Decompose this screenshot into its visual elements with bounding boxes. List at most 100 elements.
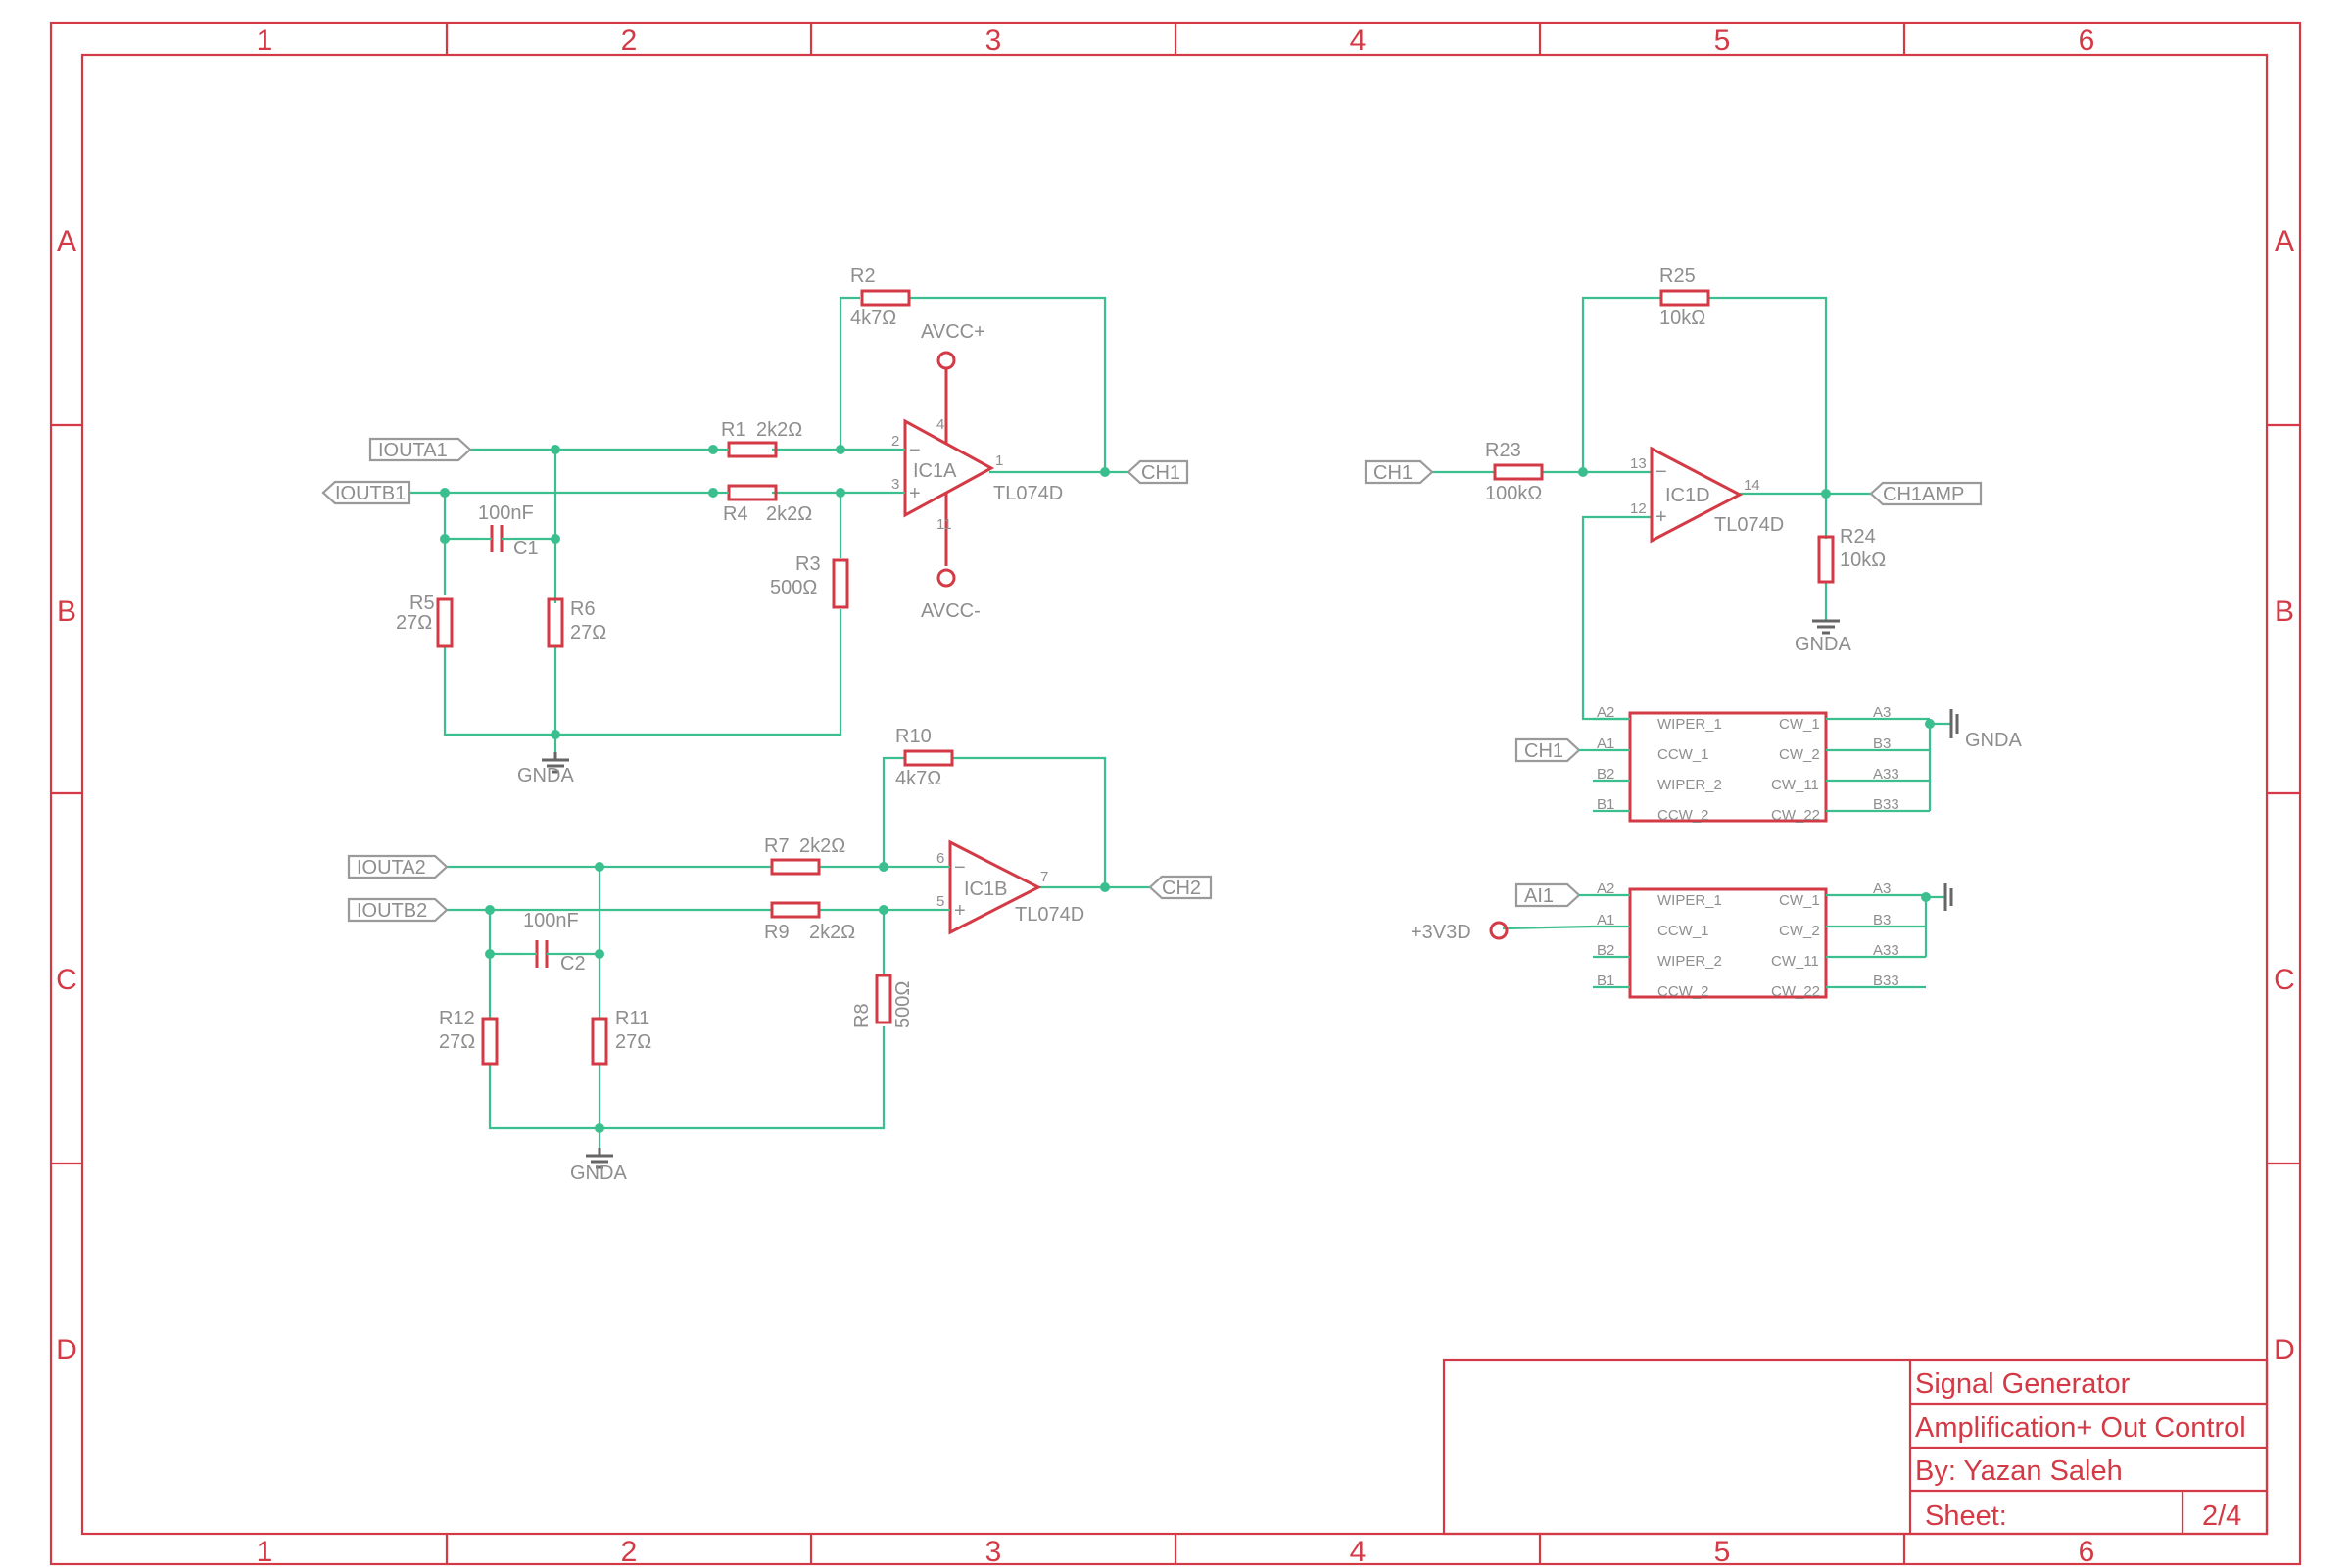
r24-value: 10kΩ [1840, 549, 1886, 571]
resistor-r23: R23 100kΩ [1485, 440, 1544, 504]
pot1-pin-a3: A3 [1873, 704, 1891, 721]
r11-name: R11 [615, 1008, 649, 1029]
port-ch2: CH2 [1148, 875, 1213, 900]
stage-1-junctions [440, 445, 1110, 739]
ic1a-pin-3: 3 [891, 476, 899, 493]
ic1d-pin-14: 14 [1744, 477, 1760, 494]
opamp-ic1a: − + IC1A TL074D 2 3 1 4 11 [891, 369, 1063, 566]
pot1-wiper-1: WIPER_1 [1657, 716, 1722, 733]
pot1-ccw-1: CCW_1 [1657, 746, 1709, 763]
pot2-pin-a2: A2 [1597, 880, 1614, 897]
ic1a-plus: + [909, 483, 921, 504]
col-label-top-3: 3 [985, 24, 1002, 57]
title-block: Signal Generator Amplification+ Out Cont… [1442, 1358, 2269, 1536]
r8-value: 500Ω [892, 981, 914, 1028]
r2-name: R2 [850, 265, 876, 287]
pot1-pin-a2: A2 [1597, 704, 1614, 721]
ic1d-pin-13: 13 [1630, 455, 1647, 472]
col-label-bottom-2: 2 [621, 1536, 638, 1568]
ic1a-pin-2: 2 [891, 433, 899, 450]
r8-name: R8 [851, 1003, 873, 1028]
r25-value: 10kΩ [1659, 308, 1705, 329]
resistor-r6: R6 27Ω [547, 597, 606, 648]
r5-name: R5 [409, 593, 435, 614]
r9-value: 2k2Ω [809, 922, 855, 943]
resistor-r12: R12 27Ω [439, 1008, 499, 1066]
pot2-wiper-2: WIPER_2 [1657, 953, 1722, 970]
avcc-neg-label: AVCC- [921, 600, 981, 622]
inner-border [80, 53, 2269, 1536]
resistor-r24: R24 10kΩ [1817, 526, 1886, 584]
pot2-pin-b2: B2 [1597, 942, 1614, 959]
col-label-bottom-3: 3 [985, 1536, 1002, 1568]
resistor-r1: R1 2k2Ω [713, 419, 802, 458]
resistor-r9: R9 2k2Ω [764, 901, 855, 943]
grid-ticks [51, 23, 2300, 1564]
port-ioutb1-label: IOUTB1 [335, 483, 406, 504]
col-label-bottom-5: 5 [1714, 1536, 1731, 1568]
pot1-cw-22: CW_22 [1771, 807, 1820, 824]
port-ai1-label: AI1 [1524, 885, 1554, 907]
r23-name: R23 [1485, 440, 1521, 461]
r3-value: 500Ω [770, 577, 817, 598]
r4-name: R4 [723, 503, 748, 525]
r10-value: 4k7Ω [895, 768, 941, 789]
port-ioutb2-label: IOUTB2 [357, 900, 427, 922]
port-ch1amp: CH1AMP [1869, 481, 1983, 506]
r6-name: R6 [570, 598, 596, 620]
r1-name: R1 [721, 419, 746, 441]
ic1a-pin-11: 11 [936, 516, 952, 533]
c2-value: 100nF [523, 910, 579, 931]
port-ch1-pot: CH1 [1514, 737, 1593, 763]
stage-1-wires [409, 296, 1128, 752]
pot1-pin-b33: B33 [1873, 796, 1899, 813]
pot1-cw-11: CW_11 [1771, 777, 1819, 793]
row-label-right-d: D [2274, 1334, 2295, 1366]
gnda-1-label: GNDA [517, 765, 574, 786]
row-label-left-c: C [56, 964, 77, 996]
row-label-left-a: A [57, 225, 76, 258]
col-label-top-2: 2 [621, 24, 638, 57]
port-ch1-in-label: CH1 [1373, 462, 1413, 484]
port-iouta1-label: IOUTA1 [378, 440, 448, 461]
title-block-subtitle: Amplification+ Out Control [1915, 1412, 2246, 1444]
pot2-cw-1: CW_1 [1779, 892, 1820, 909]
r4-value: 2k2Ω [766, 503, 812, 525]
pot2-pin-b3: B3 [1873, 912, 1891, 928]
supply-3v3d-label: +3V3D [1411, 922, 1471, 943]
pot1-pin-a33: A33 [1873, 766, 1899, 783]
r7-value: 2k2Ω [799, 835, 845, 857]
resistor-r11: R11 27Ω [591, 1008, 651, 1066]
resistor-r25: R25 10kΩ [1659, 265, 1710, 329]
port-ioutb2: IOUTB2 [347, 897, 449, 923]
pot2-cw-2: CW_2 [1779, 923, 1820, 939]
pot1-gnda-label: GNDA [1965, 730, 2022, 751]
pot2-cw-22: CW_22 [1771, 983, 1820, 1000]
pot1-cw-1: CW_1 [1779, 716, 1820, 733]
resistor-r10: R10 4k7Ω [895, 726, 954, 789]
r23-value: 100kΩ [1485, 483, 1542, 504]
resistor-r3: R3 500Ω [770, 553, 849, 609]
port-ai1: AI1 [1514, 882, 1593, 908]
pot2-ccw-2: CCW_2 [1657, 983, 1709, 1000]
r11-value: 27Ω [615, 1031, 651, 1053]
potentiometer-2: A2 A1 B2 B1 WIPER_1 CCW_1 WIPER_2 CCW_2 … [1502, 880, 1953, 1000]
stage-2-wires [443, 756, 1150, 1148]
r10-name: R10 [895, 726, 932, 747]
drawing-frame: 1 2 3 4 5 6 1 2 3 4 5 6 A B C D A B C D [49, 21, 2302, 1568]
ic1d-pin-12: 12 [1630, 500, 1647, 517]
ic1d-minus: − [1655, 461, 1667, 483]
pot2-ccw-1: CCW_1 [1657, 923, 1709, 939]
port-iouta1: IOUTA1 [368, 437, 472, 462]
port-ch1-label: CH1 [1141, 462, 1180, 484]
port-ch1amp-label: CH1AMP [1883, 484, 1964, 505]
gnda-3-label: GNDA [1795, 634, 1851, 655]
pot1-pin-a1: A1 [1597, 736, 1614, 752]
capacitor-c2: 100nF C2 [523, 910, 586, 974]
capacitor-c1: 100nF C1 [478, 502, 539, 559]
pot2-pin-b1: B1 [1597, 973, 1614, 989]
pot2-wiper-1: WIPER_1 [1657, 892, 1722, 909]
pot1-wiper-2: WIPER_2 [1657, 777, 1722, 793]
r1-value: 2k2Ω [756, 419, 802, 441]
